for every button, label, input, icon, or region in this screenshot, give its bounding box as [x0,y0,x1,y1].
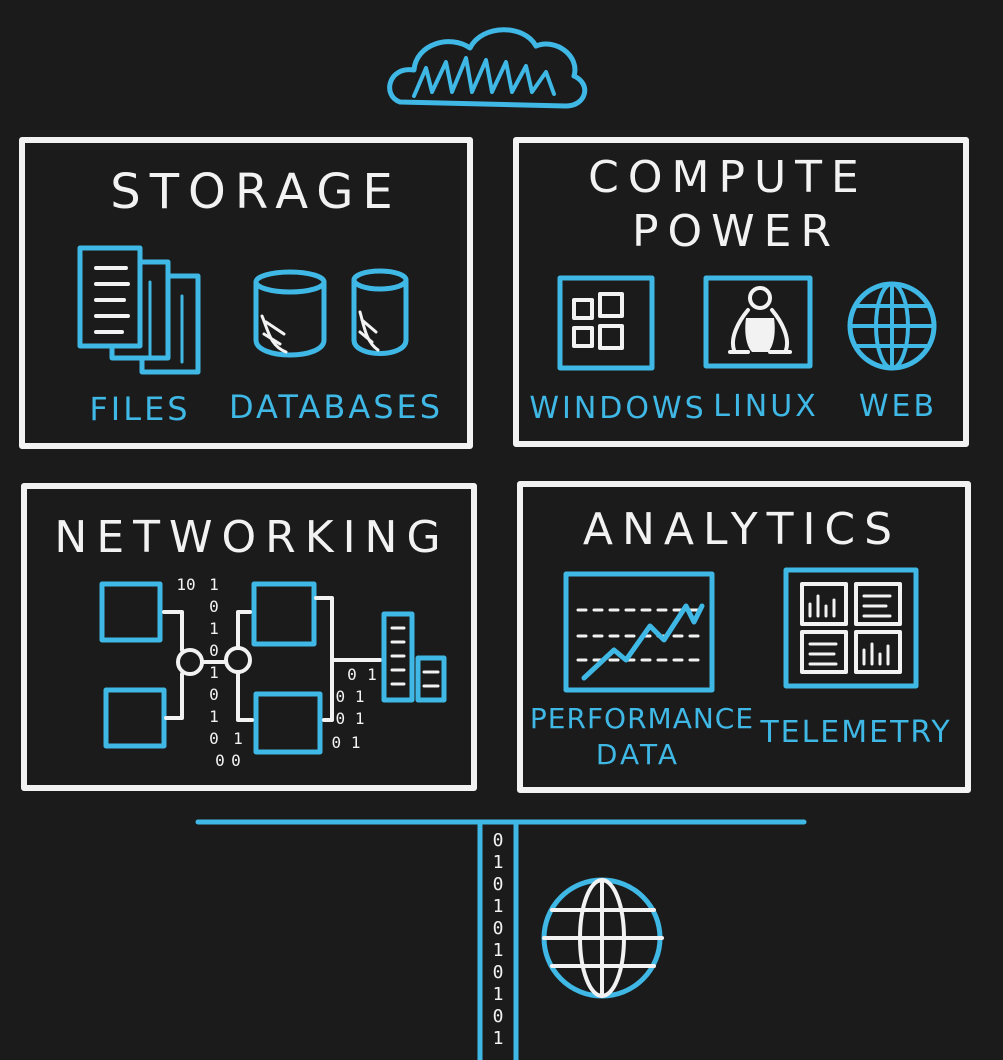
analytics-panel-border [517,481,971,793]
data-label: DATA [596,738,680,771]
network-bit: 1 [209,707,219,726]
files-label: FILES [89,390,190,428]
storage-panel: STORAGE FILES DATABASES [19,137,473,449]
analytics-panel: ANALYTICS PERFORMANCE DATA TELEMETRY [517,481,971,793]
database-icon [351,268,409,356]
telemetry-label: TELEMETRY [759,715,951,750]
compute-panel: COMPUTE POWER WINDOWS LINUX WEB [513,137,969,447]
data-pipe: 0 1 0 1 0 1 0 1 0 1 [477,819,519,1060]
windows-icon [557,275,655,371]
performance-chart-icon [563,571,715,693]
network-bit: 0 [347,665,357,684]
pipe-bit: 0 [493,918,504,939]
pipe-bit: 1 [493,896,504,917]
files-icon [77,245,201,375]
database-icon [253,269,327,358]
storage-title: STORAGE [110,164,402,220]
network-bit: 1 [209,663,219,682]
networking-panel: NETWORKING 10 1 0 1 0 1 0 1 0 1 [21,483,477,791]
network-bit: 0 [215,751,225,770]
performance-label: PERFORMANCE [530,702,754,735]
networking-title: NETWORKING [54,512,449,563]
web-label: WEB [859,389,937,424]
windows-label: WINDOWS [529,391,706,426]
pipe-bit: 1 [493,984,504,1005]
telemetry-dashboard-icon [783,567,919,689]
web-icon [847,281,937,371]
network-bit: 1 [209,619,219,638]
pipe-bit: 1 [493,852,504,873]
network-bit: 1 [233,729,243,748]
linux-icon [703,275,813,369]
networking-panel-border [21,483,477,791]
network-bit: 0 1 [332,733,361,752]
network-bit: 0 [231,751,241,770]
network-bit: 0 [209,685,219,704]
network-bit: 0 [209,597,219,616]
globe-icon [541,877,664,999]
network-bit: 0 [209,729,219,748]
compute-title-line1: COMPUTE [588,152,868,203]
pipe-bit: 1 [493,1028,504,1049]
pipe-bit: 0 [493,1006,504,1027]
analytics-title: ANALYTICS [583,504,901,555]
cloud-icon [387,27,588,109]
pipe-bit: 0 [493,874,504,895]
linux-label: LINUX [713,389,819,424]
network-bits: 10 1 0 1 0 1 0 1 0 1 0 0 1 0 1 0 1 1 0 0 [176,575,376,770]
network-bit: 0 [209,641,219,660]
network-bit: 10 [176,575,195,594]
pipe-bit: 1 [493,940,504,961]
compute-panel-border [513,137,969,447]
network-bit: 0 1 [336,687,365,706]
storage-panel-border [19,137,473,449]
network-bit: 1 [209,575,219,594]
compute-title-line2: POWER [632,206,840,257]
network-bit: 1 [367,665,377,684]
pipe-bit: 0 [493,962,504,983]
network-icon [99,581,447,755]
network-bit: 0 1 [336,709,365,728]
pipe-bit: 0 [493,830,504,851]
databases-label: DATABASES [229,388,443,426]
